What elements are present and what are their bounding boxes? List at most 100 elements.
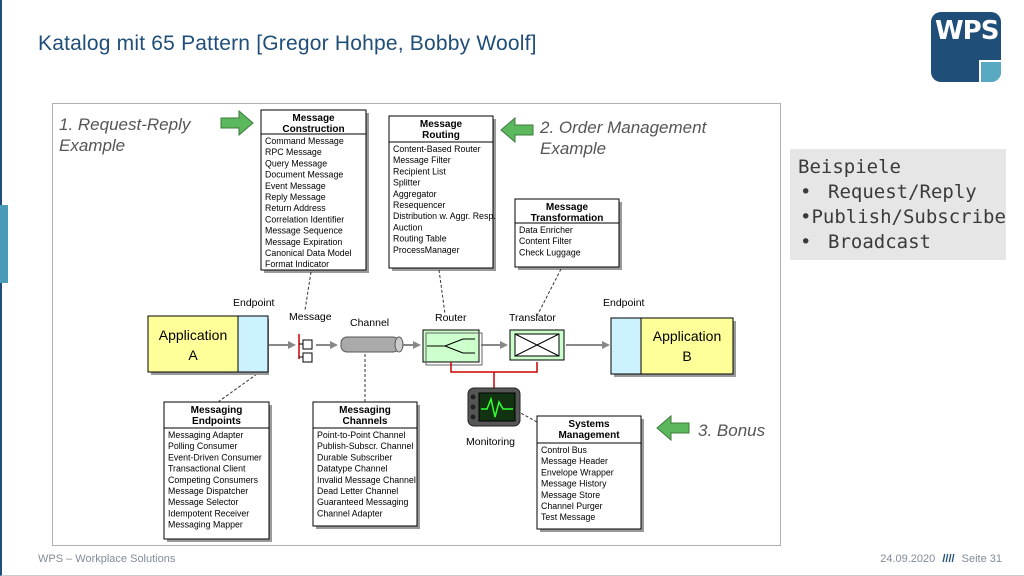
box-title: Construction (282, 124, 344, 135)
footer-meta: 24.09.2020 //// Seite 31 (880, 553, 1002, 565)
box-item: Message Selector (168, 497, 238, 507)
bullet-icon: • (800, 231, 812, 253)
application-b-label: B (682, 348, 691, 364)
monitoring-icon (470, 394, 476, 400)
box-title: Endpoints (192, 416, 241, 427)
beispiele-item: • Publish/Subscribe (798, 205, 1006, 230)
box-item: Canonical Data Model (265, 248, 352, 258)
application-a-box (147, 315, 239, 373)
footer-page: Seite 31 (961, 553, 1002, 565)
box-item: Splitter (393, 178, 420, 188)
box-item: Message Store (541, 490, 600, 500)
logo-square-icon (979, 60, 1001, 82)
slide-title: Katalog mit 65 Pattern [Gregor Hohpe, Bo… (38, 32, 537, 55)
connector-dashed-line (438, 269, 446, 315)
router-label: Router (435, 312, 467, 324)
box-item: Correlation Identifier (265, 214, 344, 224)
box-item: Durable Subscriber (317, 452, 392, 462)
box-title: Management (558, 430, 620, 441)
box-item: Control Bus (541, 445, 588, 455)
box-item: Check Luggage (519, 247, 581, 257)
green-arrow-left-icon (500, 116, 534, 144)
box-title: Message (546, 202, 589, 213)
box-item: Query Message (265, 158, 327, 168)
box-frame (388, 115, 494, 269)
box-item: Invalid Message Channel (317, 475, 416, 485)
endpoint-label: Endpoint (603, 297, 645, 309)
box-item: Aggregator (393, 189, 437, 199)
translator-label: Translator (509, 312, 556, 324)
left-accent-bar (0, 205, 8, 283)
box-item: Distribution w. Aggr. Resp. (393, 211, 496, 221)
application-b-box (640, 317, 734, 375)
box-title: Message (420, 119, 463, 130)
box-item: Document Message (265, 170, 343, 180)
box-item: Command Message (265, 136, 344, 146)
beispiele-item: • Broadcast (798, 230, 998, 255)
box-title: Channels (342, 416, 387, 427)
monitoring-icon (470, 404, 476, 410)
logo-text: WPS (935, 16, 999, 46)
connector-dashed-line (217, 373, 258, 403)
box-item: Dead Letter Channel (317, 486, 398, 496)
connector-dashed-line (536, 268, 562, 317)
endpoint-label: Endpoint (233, 297, 275, 309)
request-reply-label: Example (59, 136, 125, 155)
box-frame (312, 401, 418, 527)
order-management-label: 2. Order Management (539, 118, 708, 137)
box-title: Transformation (531, 213, 604, 224)
box-item: Routing Table (393, 234, 447, 244)
box-frame (260, 109, 367, 271)
order-management-label: Example (540, 139, 606, 158)
flow-arrowhead-icon (288, 341, 296, 349)
box-frame (514, 198, 620, 268)
box-title: Messaging (339, 405, 391, 416)
box-frame (536, 415, 642, 530)
bullet-icon: • (800, 181, 812, 203)
router-icon (444, 338, 464, 347)
bullet-icon: • (800, 206, 812, 228)
application-a-label: Application (159, 327, 228, 343)
box-item: Transactional Client (168, 464, 246, 474)
beispiele-item-label: Request/Reply (828, 181, 977, 203)
box-item: Return Address (265, 203, 326, 213)
translator-icon (514, 333, 560, 357)
channel-pipe-icon (394, 336, 404, 353)
box-item: Data Enricher (519, 225, 573, 235)
beispiele-item: • Request/Reply (798, 180, 998, 205)
beispiele-item-label: Publish/Subscribe (811, 206, 1006, 228)
box-item: Point-to-Point Channel (317, 430, 406, 440)
green-arrow-left-icon (656, 414, 690, 442)
box-title: Systems (568, 419, 610, 430)
application-b-label: Application (653, 328, 722, 344)
box-item: Envelope Wrapper (541, 467, 614, 477)
box-item: Event Message (265, 181, 326, 191)
box-item: Message Dispatcher (168, 486, 248, 496)
box-item: Auction (393, 222, 422, 232)
green-arrow-right-icon (220, 109, 254, 137)
flow-arrowhead-icon (413, 341, 421, 349)
box-item: Recipient List (393, 166, 446, 176)
box-item: Event-Driven Consumer (168, 452, 262, 462)
message-icon (302, 352, 313, 363)
box-item: Datatype Channel (317, 464, 387, 474)
beispiele-box: Beispiele • Request/Reply • Publish/Subs… (790, 149, 1006, 260)
box-item: Channel Adapter (317, 508, 383, 518)
box-item: Message Sequence (265, 226, 343, 236)
box-title: Routing (422, 130, 460, 141)
application-a-label: A (188, 347, 198, 363)
box-item: Channel Purger (541, 501, 603, 511)
request-reply-label: 1. Request-Reply (59, 115, 192, 134)
wps-logo: WPS (931, 12, 1001, 82)
router-icon (444, 345, 464, 354)
router-icon (425, 332, 483, 366)
monitoring-label: Monitoring (466, 436, 515, 448)
channel-pipe-icon (340, 336, 400, 353)
box-item: ProcessManager (393, 245, 460, 255)
